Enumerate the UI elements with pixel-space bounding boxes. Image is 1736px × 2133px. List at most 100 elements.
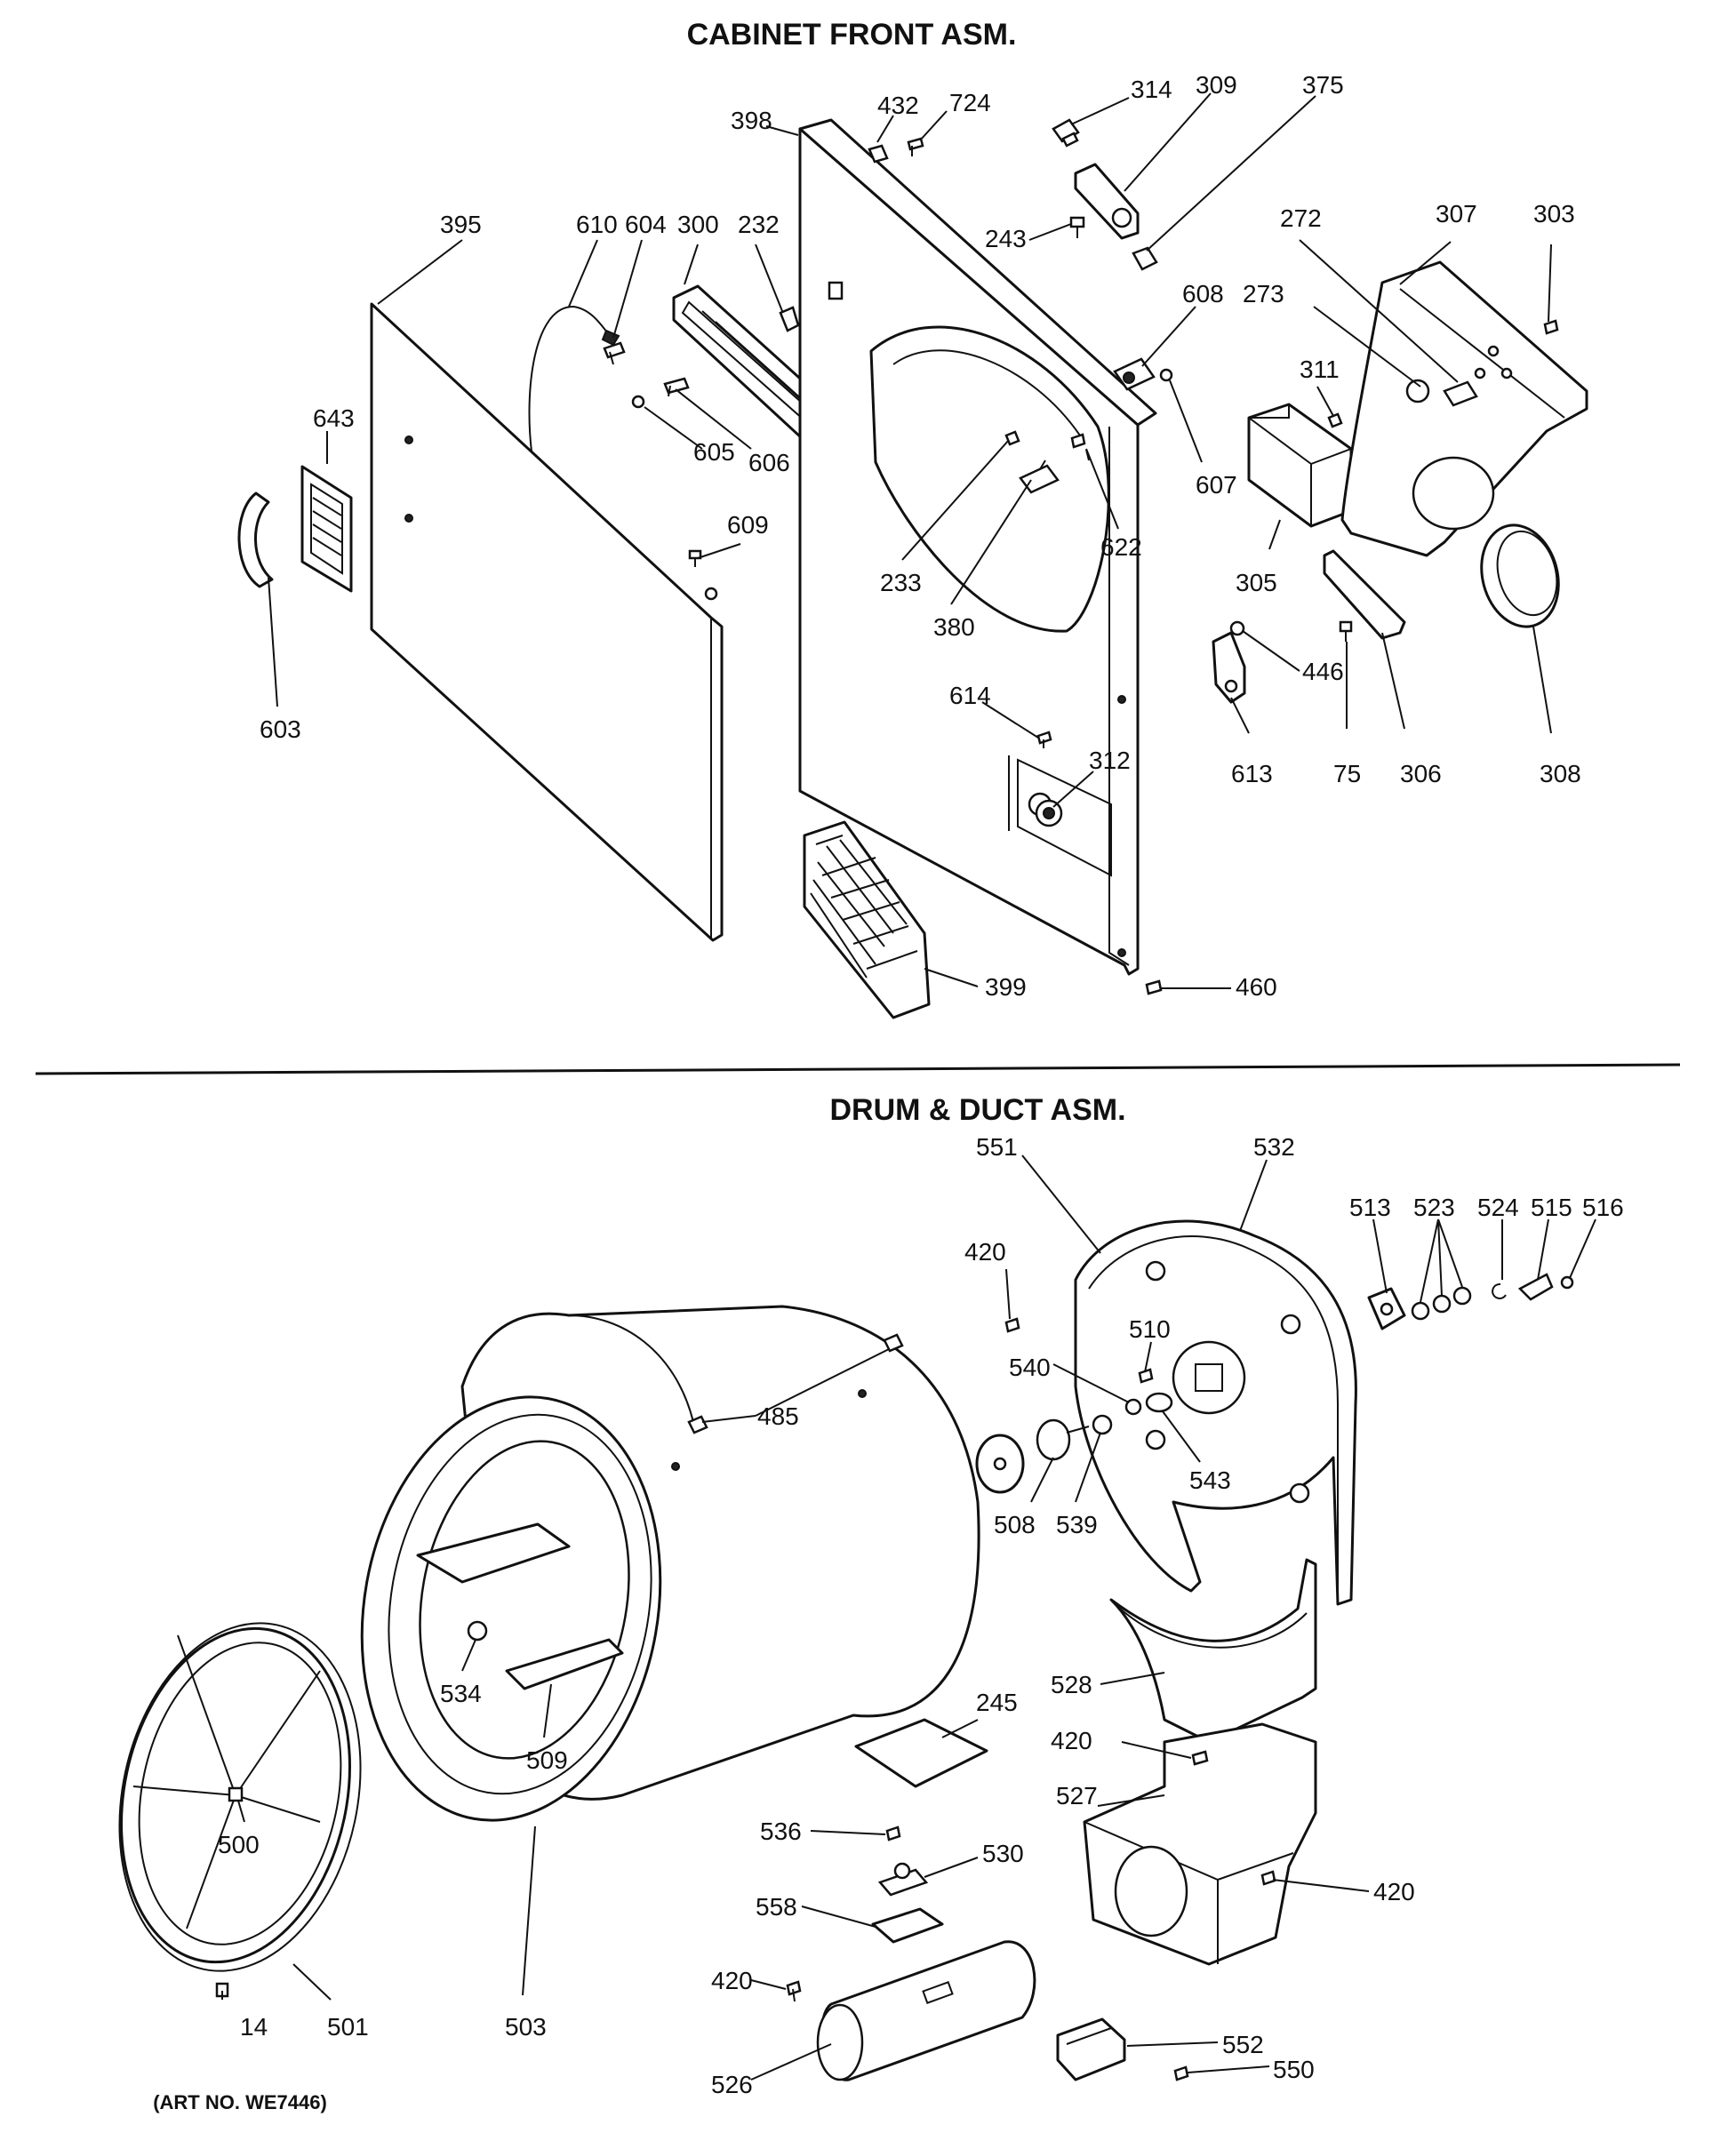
callout-604: 604 <box>625 211 667 238</box>
part-420-screw-d[interactable] <box>786 1980 802 2002</box>
callout-606: 606 <box>748 449 790 476</box>
part-446-washer[interactable] <box>1229 620 1245 636</box>
part-398-front-panel[interactable] <box>798 118 1157 976</box>
part-536-screw[interactable] <box>885 1825 901 1841</box>
part-510-screw[interactable] <box>1138 1368 1154 1384</box>
callout-485: 485 <box>757 1402 799 1430</box>
part-558-bracket[interactable] <box>871 1907 944 1944</box>
part-528-duct[interactable] <box>1109 1558 1317 1744</box>
callout-515: 515 <box>1531 1194 1572 1221</box>
part-524-clip[interactable] <box>1492 1282 1507 1299</box>
part-539-washer[interactable] <box>1092 1414 1113 1435</box>
part-309-bracket[interactable] <box>1074 163 1140 240</box>
part-530-thermostat[interactable] <box>877 1862 929 1897</box>
callout-603: 603 <box>260 715 301 743</box>
callout-460: 460 <box>1236 973 1277 1001</box>
part-314-knob[interactable] <box>1052 118 1080 148</box>
part-243-screw[interactable] <box>1069 216 1085 238</box>
part-380-switch[interactable] <box>1019 459 1060 494</box>
part-420-screw-c[interactable] <box>1260 1870 1276 1886</box>
part-607-nut[interactable] <box>1159 368 1173 382</box>
part-516-nut[interactable] <box>1560 1275 1574 1290</box>
callout-380: 380 <box>933 613 975 641</box>
part-724-screw[interactable] <box>907 137 924 156</box>
callout-509: 509 <box>526 1746 568 1774</box>
part-420-screw-b[interactable] <box>1191 1750 1209 1766</box>
part-610-harness[interactable] <box>528 305 620 452</box>
callout-395: 395 <box>440 211 482 238</box>
callout-551: 551 <box>976 1133 1018 1161</box>
part-608-switch[interactable] <box>1113 357 1156 391</box>
callout-420-b: 420 <box>1051 1727 1092 1754</box>
callout-530: 530 <box>982 1840 1024 1867</box>
part-603-handle[interactable] <box>237 491 274 588</box>
part-75-screw[interactable] <box>1339 620 1353 642</box>
part-308-seal-ring[interactable] <box>1470 516 1569 635</box>
callout-labels: 398 432 724 314 309 375 395 610 604 300 … <box>218 71 1624 2098</box>
callout-527: 527 <box>1056 1782 1098 1809</box>
part-432-clip[interactable] <box>868 144 889 164</box>
callout-420-c: 420 <box>1373 1878 1415 1905</box>
part-540-washer[interactable] <box>1124 1398 1142 1416</box>
part-245-shield[interactable] <box>854 1718 988 1788</box>
part-485-screw[interactable] <box>687 1333 904 1434</box>
callout-14: 14 <box>240 2013 268 2041</box>
part-399-grille[interactable] <box>803 820 931 1019</box>
callout-536: 536 <box>760 1817 802 1845</box>
part-609-screw[interactable] <box>688 549 702 567</box>
part-306-bracket[interactable] <box>1323 549 1406 640</box>
part-606-screw[interactable] <box>663 377 690 397</box>
part-643-panel[interactable] <box>300 465 353 593</box>
callout-524: 524 <box>1477 1194 1519 1221</box>
part-420-screw-a[interactable] <box>1004 1317 1020 1333</box>
callout-245: 245 <box>976 1689 1018 1716</box>
part-311-screw[interactable] <box>1327 412 1343 428</box>
part-272-thermostat[interactable] <box>1443 380 1478 407</box>
callout-398: 398 <box>731 107 772 134</box>
callout-273: 273 <box>1243 280 1284 308</box>
part-526-heater-housing[interactable] <box>816 1940 1036 2081</box>
part-232-clip[interactable] <box>779 306 800 332</box>
callout-308: 308 <box>1540 760 1581 787</box>
part-550-screw[interactable] <box>1173 2065 1189 2081</box>
part-503-drum[interactable] <box>330 1305 980 1844</box>
part-604-screw[interactable] <box>603 341 626 365</box>
part-273-thermostat[interactable] <box>1405 379 1430 403</box>
part-523-washers[interactable] <box>1411 1286 1472 1321</box>
callout-558: 558 <box>756 1893 797 1921</box>
part-513-plate[interactable] <box>1367 1287 1406 1330</box>
callout-528: 528 <box>1051 1671 1092 1698</box>
part-605-washer[interactable] <box>631 395 645 409</box>
part-508-roller[interactable] <box>975 1418 1090 1494</box>
part-534-clip[interactable] <box>467 1620 488 1642</box>
part-613-bracket[interactable] <box>1212 631 1246 704</box>
callout-272: 272 <box>1280 204 1322 232</box>
part-312-switch[interactable] <box>1035 799 1063 827</box>
part-532-rear-bulkhead[interactable] <box>1074 1219 1357 1606</box>
callout-508: 508 <box>994 1511 1036 1538</box>
part-395-door-panel[interactable] <box>370 302 724 942</box>
part-500-rear-panel[interactable] <box>92 1607 380 1984</box>
callout-309: 309 <box>1196 71 1237 99</box>
callout-503: 503 <box>505 2013 547 2041</box>
part-543-bearing[interactable] <box>1145 1392 1173 1413</box>
callout-305: 305 <box>1236 569 1277 596</box>
callout-516: 516 <box>1582 1194 1624 1221</box>
part-515-bracket[interactable] <box>1517 1273 1554 1301</box>
callout-432: 432 <box>877 92 919 119</box>
part-375-knob[interactable] <box>1132 246 1158 271</box>
part-501-seal[interactable] <box>89 1601 392 1993</box>
callout-622: 622 <box>1100 533 1142 561</box>
part-614-screw[interactable] <box>1036 731 1052 748</box>
callout-399: 399 <box>985 973 1027 1001</box>
part-460-screw[interactable] <box>1145 979 1163 995</box>
callout-607: 607 <box>1196 471 1237 499</box>
callout-543: 543 <box>1189 1466 1231 1494</box>
callout-613: 613 <box>1231 760 1273 787</box>
part-527-duct[interactable] <box>1083 1722 1317 1966</box>
part-233-screw[interactable] <box>1004 430 1020 446</box>
part-307-duct-bracket[interactable] <box>1340 260 1588 557</box>
callout-232: 232 <box>738 211 780 238</box>
part-303-screw[interactable] <box>1543 319 1559 335</box>
part-552-terminal-block[interactable] <box>1056 2017 1126 2081</box>
